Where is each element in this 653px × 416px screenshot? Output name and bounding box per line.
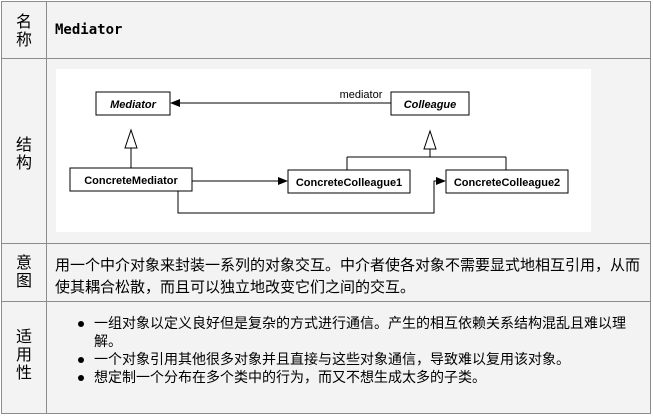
label-char: 结	[15, 135, 32, 154]
label-char: 称	[15, 30, 32, 49]
class-colleague-label: Colleague	[404, 99, 457, 111]
association-colleague1	[192, 177, 288, 185]
class-concrete-colleague1-label: ConcreteColleague1	[296, 177, 402, 189]
uml-svg: Mediator Colleague ConcreteMediator Conc…	[69, 89, 569, 214]
list-item-text: 一个对象引用其他很多对象并且直接与这些对象通信，导致难以复用该对象。	[94, 352, 570, 368]
row-divider	[2, 243, 650, 244]
label-column-divider	[46, 2, 47, 413]
label-char: 性	[15, 363, 32, 382]
list-item-text: 想定制一个分布在多个类中的行为，而又不想生成太多的子类。	[94, 370, 486, 386]
class-concrete-mediator: ConcreteMediator	[69, 167, 193, 192]
class-concrete-colleague1: ConcreteColleague1	[287, 169, 411, 194]
applicability-list: 一组对象以定义良好但是复杂的方式进行通信。产生的相互依赖关系结构混乱且难以理解。…	[76, 315, 646, 387]
intent-text: 用一个中介对象来封装一系列的对象交互。中介者使各对象不需要显式地相互引用，从而使…	[55, 256, 641, 296]
association-label: mediator	[340, 89, 383, 101]
list-item: 想定制一个分布在多个类中的行为，而又不想生成太多的子类。	[76, 369, 646, 387]
list-item: 一组对象以定义良好但是复杂的方式进行通信。产生的相互依赖关系结构混乱且难以理解。	[76, 315, 646, 351]
row-label-intent: 意 图	[2, 254, 46, 290]
row-label-applicability: 适 用 性	[2, 328, 46, 382]
bullet-icon	[78, 321, 84, 327]
label-char: 意	[15, 253, 32, 272]
label-char: 名	[15, 12, 32, 31]
uml-class-diagram: Mediator Colleague ConcreteMediator Conc…	[56, 69, 591, 232]
class-mediator-label: Mediator	[110, 99, 157, 111]
class-colleague: Colleague	[390, 91, 470, 116]
list-item-text: 一组对象以定义良好但是复杂的方式进行通信。产生的相互依赖关系结构混乱且难以理解。	[94, 316, 626, 350]
row-label-name: 名 称	[2, 13, 46, 49]
label-char: 图	[15, 271, 32, 290]
row-divider	[2, 58, 650, 59]
bullet-icon	[78, 357, 84, 363]
label-char: 用	[15, 345, 32, 364]
class-concrete-colleague2-label: ConcreteColleague2	[454, 177, 560, 189]
inheritance-mediator	[124, 128, 138, 168]
label-char: 适	[15, 327, 32, 346]
row-divider	[2, 301, 650, 302]
inheritance-colleague	[346, 129, 507, 170]
row-label-structure: 结 构	[2, 136, 46, 172]
association-colleague2	[177, 177, 446, 214]
pattern-name: Mediator	[55, 22, 123, 38]
bullet-icon	[78, 375, 84, 381]
class-concrete-mediator-label: ConcreteMediator	[84, 175, 178, 187]
label-char: 构	[15, 153, 32, 172]
class-concrete-colleague2: ConcreteColleague2	[445, 169, 569, 194]
association-mediator: mediator	[170, 89, 391, 107]
list-item: 一个对象引用其他很多对象并且直接与这些对象通信，导致难以复用该对象。	[76, 351, 646, 369]
class-mediator: Mediator	[95, 91, 171, 116]
